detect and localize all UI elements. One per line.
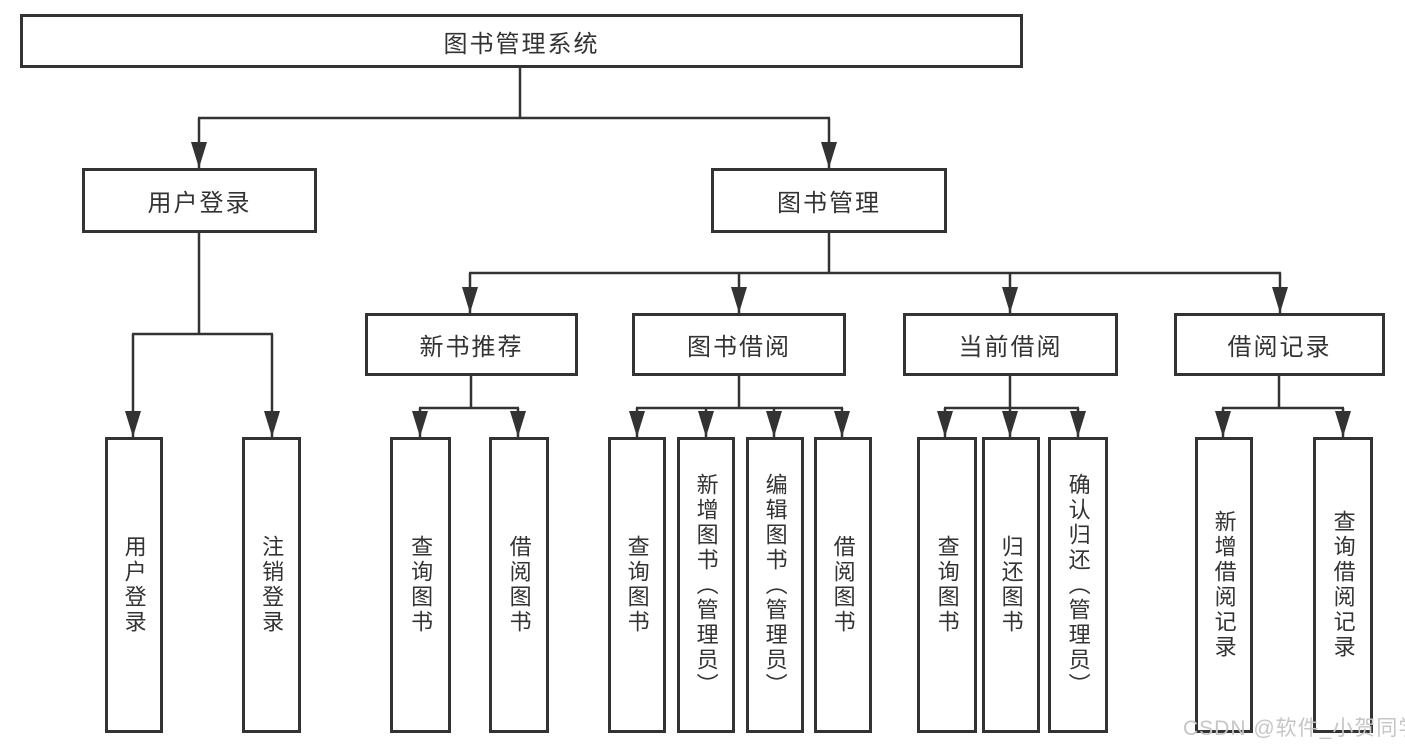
- csdn-watermark: CSDN @软件_小贺同学: [1183, 717, 1405, 740]
- leaf-label: 借阅图书: [830, 535, 856, 635]
- leaf-query-books: 查询图书: [390, 437, 451, 733]
- leaf-label: 查询借阅记录: [1330, 510, 1356, 660]
- leaf-label: 查询图书: [624, 535, 650, 635]
- leaf-query-books: 查询图书: [608, 437, 666, 733]
- leaf-logout: 注销登录: [242, 437, 301, 733]
- node-user-login: 用户登录: [82, 168, 317, 233]
- node-borrow-records: 借阅记录: [1174, 313, 1385, 376]
- leaf-return-books: 归还图书: [982, 437, 1040, 733]
- node-new-book-recommend: 新书推荐: [365, 313, 578, 376]
- leaf-label: 借阅图书: [506, 535, 532, 635]
- leaf-edit-books-admin: 编辑图书（管理员）: [746, 437, 804, 733]
- leaf-label: 编辑图书（管理员）: [762, 472, 788, 698]
- node-book-management: 图书管理: [711, 168, 947, 233]
- leaf-add-books-admin: 新增图书（管理员）: [677, 437, 735, 733]
- leaf-query-borrow-record: 查询借阅记录: [1313, 437, 1373, 733]
- leaf-label: 查询图书: [408, 535, 434, 635]
- leaf-borrow-books: 借阅图书: [489, 437, 549, 733]
- leaf-label: 确认归还（管理员）: [1065, 472, 1091, 698]
- leaf-label: 查询图书: [934, 535, 960, 635]
- node-book-borrow: 图书借阅: [632, 313, 846, 376]
- leaf-user-login: 用户登录: [105, 437, 163, 733]
- leaf-label: 注销登录: [259, 535, 285, 635]
- leaf-label: 归还图书: [998, 535, 1024, 635]
- leaf-label: 新增图书（管理员）: [693, 472, 719, 698]
- leaf-query-books: 查询图书: [917, 437, 977, 733]
- leaf-borrow-books: 借阅图书: [814, 437, 872, 733]
- leaf-label: 新增借阅记录: [1211, 510, 1237, 660]
- node-current-borrow: 当前借阅: [903, 313, 1118, 376]
- leaf-confirm-return-admin: 确认归还（管理员）: [1048, 437, 1108, 733]
- leaf-add-borrow-record: 新增借阅记录: [1195, 437, 1253, 733]
- leaf-label: 用户登录: [121, 535, 147, 635]
- node-root-system: 图书管理系统: [20, 14, 1023, 68]
